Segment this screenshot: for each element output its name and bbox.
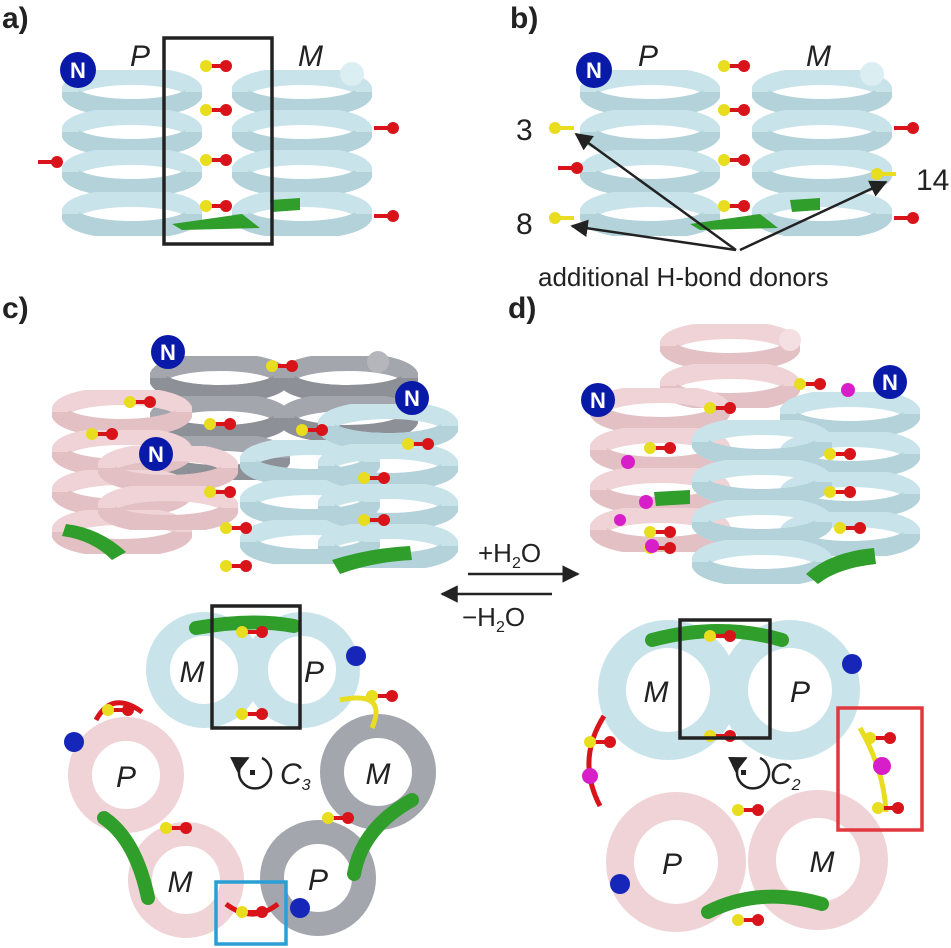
n-badge-d1: N (581, 383, 615, 417)
panel-a: a) N P M (2, 2, 400, 246)
link-d1 (586, 714, 607, 808)
annotation-hbond-donors: additional H-bond donors (538, 262, 829, 292)
helix-label-p-a: P (130, 40, 150, 73)
residue-number-8: 8 (516, 208, 533, 241)
svg-text:N: N (586, 58, 602, 83)
n-badge-c3: N (139, 437, 173, 471)
panel-b: b) N (510, 2, 949, 292)
ring-d-m-bottom (748, 790, 888, 930)
gray-helix-c-right (286, 351, 410, 434)
svg-text:N: N (882, 370, 898, 395)
water-d-left (582, 768, 598, 784)
green-turn-c2 (332, 546, 412, 574)
rotation-icon-c2 (728, 756, 771, 790)
ring-label-c-5: M (168, 866, 193, 899)
n-end-c-2 (346, 646, 366, 666)
residue-number-3: 3 (516, 114, 533, 147)
ring-label-d-1: M (644, 676, 669, 709)
helix-label-m-b: M (806, 40, 831, 73)
blue-helix-d-front (700, 426, 824, 578)
ring-c-p-bottom (260, 820, 376, 936)
ring-c-p-left (68, 717, 184, 833)
green-turn-d2 (806, 548, 876, 584)
panel-d: d) (508, 292, 924, 932)
rotation-icon-c3 (230, 756, 273, 790)
ring-label-c-4: M (366, 758, 391, 791)
ring-d-p-top (720, 620, 860, 760)
ring-label-d-4: M (810, 846, 835, 879)
green-turn-c-left (97, 811, 155, 905)
water-d-right (873, 757, 891, 775)
n-end-d-1 (842, 654, 862, 674)
svg-text:N: N (590, 388, 606, 413)
green-turn-d-bottom (701, 889, 829, 919)
link-c1 (93, 700, 144, 722)
forward-label: +H2O (478, 538, 541, 572)
svg-text:N: N (404, 386, 420, 411)
panel-label-d: d) (508, 292, 536, 325)
n-end-c-1 (64, 732, 84, 752)
ring-label-d-3: P (662, 848, 682, 881)
blue-box-c (214, 880, 288, 946)
ring-label-c-2: P (304, 656, 324, 689)
equilibrium-arrows: +H2O −H2O (440, 538, 580, 636)
green-turn-b (690, 214, 778, 230)
svg-text:N: N (148, 442, 164, 467)
n-badge-d2: N (873, 365, 907, 399)
svg-text:N: N (70, 58, 86, 83)
n-end-d-2 (610, 874, 630, 894)
ring-label-c-3: P (116, 761, 136, 794)
green-turn-a2 (270, 198, 300, 212)
black-box-d (678, 618, 772, 740)
ring-group-d (582, 620, 906, 932)
water-molecules-d-3d (614, 383, 855, 553)
green-turn-c-right (347, 793, 419, 881)
green-turn-b2 (790, 198, 820, 212)
green-turn-a (172, 214, 260, 230)
ring-label-c-1: M (180, 656, 205, 689)
reverse-label: −H2O (462, 602, 525, 636)
pink-helix-d-top (668, 329, 801, 402)
panel-label-a: a) (2, 2, 29, 35)
red-box-d (836, 706, 924, 832)
symmetry-c3-label: C3 (280, 758, 311, 794)
green-turn-c1 (62, 524, 126, 560)
helix-label-m-a: M (298, 40, 323, 73)
green-turn-d1 (654, 490, 690, 506)
green-turn-d-top (645, 624, 789, 647)
helix-p-left-b (588, 76, 712, 230)
ring-label-d-2: P (790, 676, 810, 709)
annotation-arrows-b (570, 132, 888, 252)
panel-label-c: c) (2, 292, 29, 325)
black-box-c (210, 604, 302, 730)
link-c2 (339, 695, 379, 729)
symmetry-c2-label: C2 (770, 758, 801, 794)
black-box-a (162, 36, 274, 246)
panel-label-b: b) (510, 2, 538, 35)
n-badge-c2: N (395, 381, 429, 415)
n-badge-b: N (576, 52, 612, 88)
ring-d-p-bottom (606, 792, 746, 932)
n-badge-c1: N (151, 335, 185, 369)
ring-group-c (64, 612, 436, 938)
svg-text:N: N (160, 340, 176, 365)
n-badge-a: N (60, 52, 96, 88)
ring-label-c-6: P (308, 864, 328, 897)
green-turn-c-top (189, 615, 301, 635)
n-end-c-3 (290, 898, 310, 918)
residue-number-14: 14 (916, 164, 949, 197)
helix-m-right-b (760, 62, 884, 230)
ring-c-p-top (244, 612, 360, 728)
helix-m-right-a (240, 62, 364, 230)
panel-c: c) (2, 292, 450, 946)
helix-p-left-a (70, 76, 194, 230)
helix-label-p-b: P (638, 40, 658, 73)
